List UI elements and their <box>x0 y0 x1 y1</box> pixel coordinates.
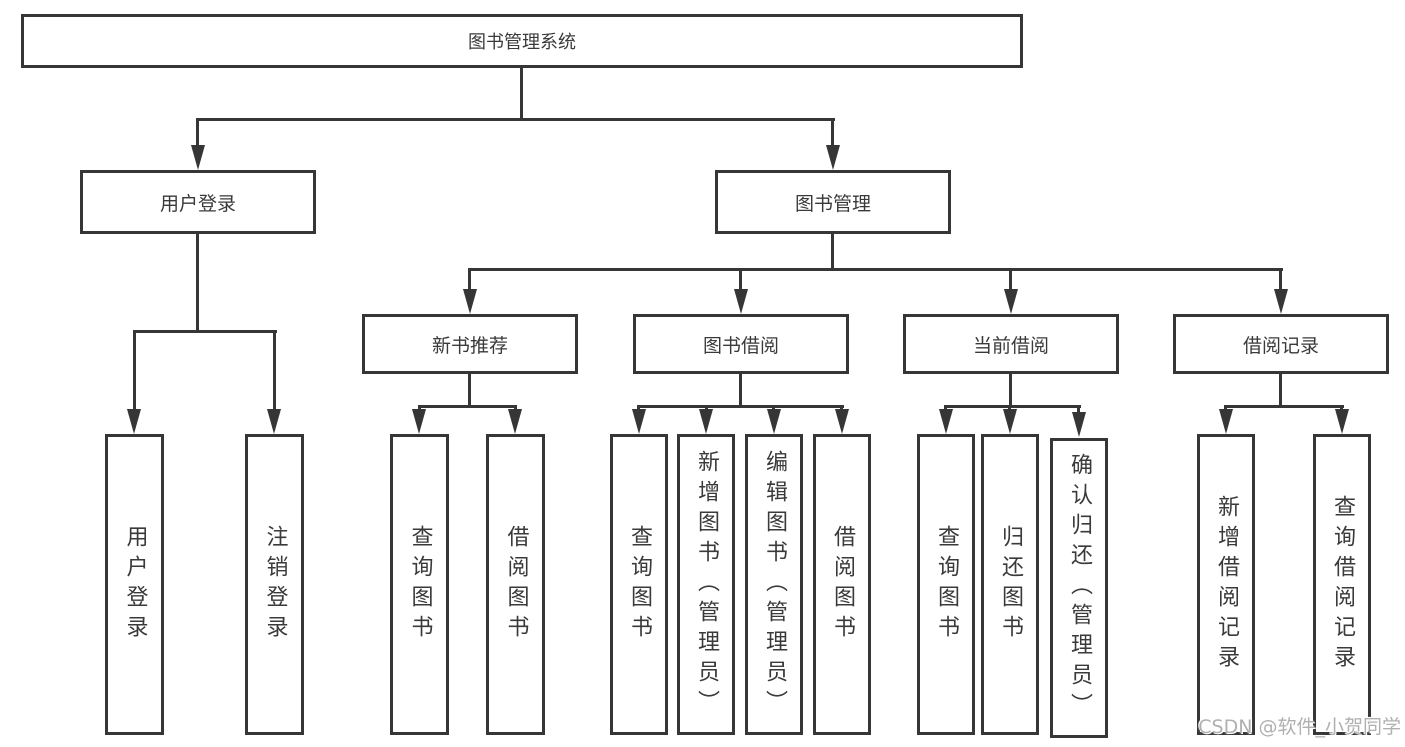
node-new-book-recommend-label: 新书推荐 <box>431 334 508 357</box>
arrowhead-down-icon <box>412 409 426 434</box>
arrowhead-down-icon <box>734 289 748 314</box>
leaf-add-borrow-record: 新增借阅记录 <box>1197 434 1255 735</box>
leaf-label: 借阅图书 <box>503 524 529 645</box>
leaf-label: 查询图书 <box>627 524 652 645</box>
arrowhead-down-icon <box>699 409 713 434</box>
leaf-return-books: 归还图书 <box>981 434 1039 735</box>
connector-drop-l3 <box>1009 270 1012 291</box>
connector-level1-hline <box>196 118 835 121</box>
connector-level3-hline <box>468 268 1283 271</box>
connector-drop-l3 <box>1279 270 1282 291</box>
node-user-login: 用户登录 <box>80 170 316 234</box>
leaf-label: 确认归还（管理员） <box>1067 453 1092 723</box>
leaf-add-books-admin: 新增图书（管理员） <box>677 434 735 735</box>
node-root-label: 图书管理系统 <box>468 32 576 53</box>
connector-drop-leaf <box>133 332 136 410</box>
connector-group-hline <box>418 405 517 408</box>
leaf-label: 借阅图书 <box>830 524 855 645</box>
connector-group-hline <box>637 405 844 408</box>
leaf-query-books-borrowing: 查询图书 <box>610 434 668 735</box>
connector-group-hline <box>1224 405 1344 408</box>
leaf-borrow-books-recommend: 借阅图书 <box>486 434 545 735</box>
arrowhead-down-icon <box>939 409 953 434</box>
node-root: 图书管理系统 <box>21 14 1023 68</box>
arrowhead-down-icon <box>767 409 781 434</box>
node-borrow-records: 借阅记录 <box>1173 314 1389 374</box>
connector-drop-l3 <box>739 270 742 291</box>
connector-drop-book-management <box>831 120 834 147</box>
arrowhead-down-icon <box>1072 412 1086 437</box>
arrowhead-down-icon <box>632 409 646 434</box>
leaf-label: 查询图书 <box>407 524 433 645</box>
node-book-management-label: 图书管理 <box>794 192 871 215</box>
connector-root-stem <box>520 68 523 120</box>
arrowhead-down-icon <box>1274 289 1288 314</box>
arrowhead-down-icon <box>826 145 840 170</box>
arrowhead-down-icon <box>1004 289 1018 314</box>
arrowhead-down-icon <box>191 145 205 170</box>
node-book-borrowing: 图书借阅 <box>633 314 849 374</box>
leaf-edit-books-admin: 编辑图书（管理员） <box>745 434 803 735</box>
connector-group-hline <box>944 405 1081 408</box>
arrowhead-down-icon <box>1003 409 1017 434</box>
leaf-query-borrow-record: 查询借阅记录 <box>1313 434 1371 735</box>
leaf-query-books-current: 查询图书 <box>917 434 975 735</box>
leaf-user-login: 用户登录 <box>105 434 164 735</box>
connector-drop-leaf <box>1077 407 1080 416</box>
node-current-borrowing: 当前借阅 <box>903 314 1119 374</box>
connector-book-management-stem <box>831 234 834 270</box>
node-current-borrowing-label: 当前借阅 <box>972 334 1049 357</box>
arrowhead-down-icon <box>508 409 522 434</box>
csdn-watermark: CSDN @软件_小贺同学 <box>1198 716 1401 738</box>
arrowhead-down-icon <box>1335 409 1349 434</box>
connector-l3-stem <box>1279 374 1282 407</box>
leaf-logout: 注销登录 <box>245 434 304 735</box>
leaf-label: 用户登录 <box>122 524 148 645</box>
leaf-label: 新增图书（管理员） <box>694 449 719 720</box>
connector-l3-stem <box>468 374 471 407</box>
connector-user-login-stem <box>196 234 199 332</box>
connector-drop-l3 <box>468 270 471 291</box>
connector-l3-stem <box>1009 374 1012 407</box>
node-user-login-label: 用户登录 <box>159 192 236 215</box>
leaf-borrow-books: 借阅图书 <box>813 434 871 735</box>
node-book-borrowing-label: 图书借阅 <box>702 334 779 357</box>
connector-l3-stem <box>739 374 742 407</box>
arrowhead-down-icon <box>127 409 141 434</box>
leaf-label: 查询图书 <box>934 524 959 645</box>
arrowhead-down-icon <box>267 409 281 434</box>
node-borrow-records-label: 借阅记录 <box>1242 334 1319 357</box>
node-new-book-recommend: 新书推荐 <box>362 314 578 374</box>
leaf-label: 新增借阅记录 <box>1214 494 1239 675</box>
node-book-management: 图书管理 <box>715 170 951 234</box>
leaf-label: 编辑图书（管理员） <box>762 449 787 720</box>
connector-user-login-hline <box>133 330 277 333</box>
leaf-label: 注销登录 <box>262 524 288 645</box>
leaf-confirm-return-admin: 确认归还（管理员） <box>1050 438 1108 738</box>
arrowhead-down-icon <box>463 289 477 314</box>
connector-drop-leaf <box>273 332 276 410</box>
arrowhead-down-icon <box>835 409 849 434</box>
leaf-label: 查询借阅记录 <box>1330 494 1355 675</box>
leaf-label: 归还图书 <box>998 524 1023 645</box>
arrowhead-down-icon <box>1219 409 1233 434</box>
connector-drop-user-login <box>196 120 199 147</box>
leaf-query-books-recommend: 查询图书 <box>390 434 449 735</box>
